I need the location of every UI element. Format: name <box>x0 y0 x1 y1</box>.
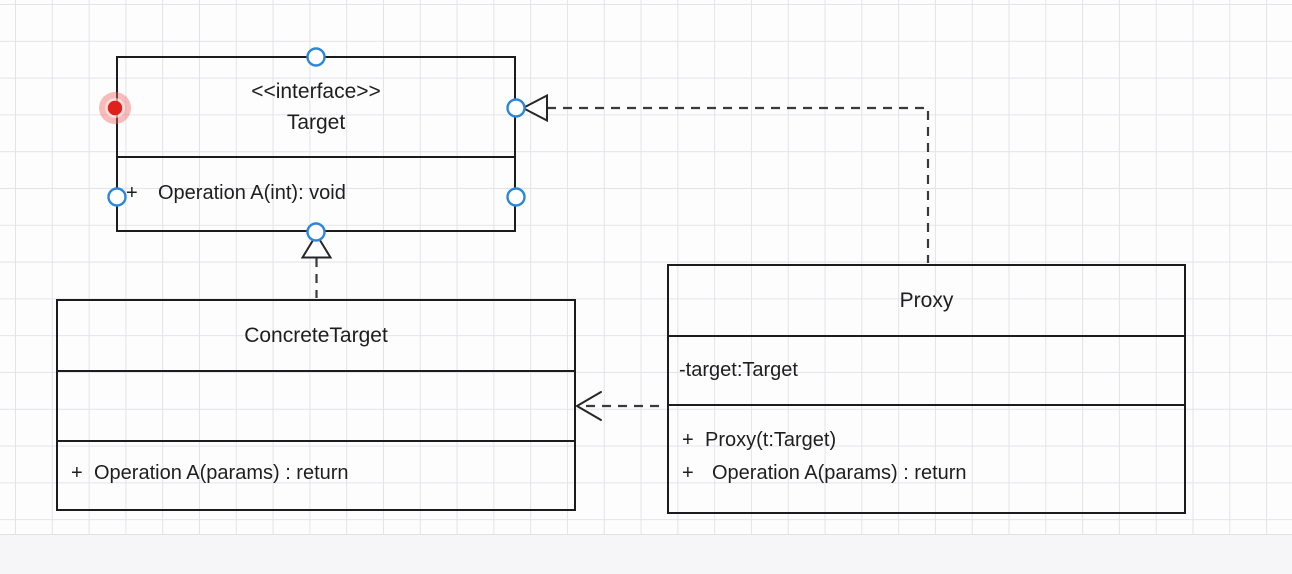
edge-endpoint-marker[interactable] <box>99 92 131 124</box>
edge-realization-proxy-to-target[interactable] <box>520 93 930 264</box>
edge-dependency-proxy-to-concretetarget[interactable] <box>575 391 666 421</box>
canvas-footer-margin <box>0 534 1292 574</box>
class-title-section: <<interface>> Target <box>118 58 514 156</box>
class-name: Target <box>286 111 346 134</box>
visibility-marker: + <box>126 181 138 204</box>
method-signature: Operation A(params) : return <box>712 462 967 484</box>
edge-realization-concretetarget-to-target[interactable] <box>300 232 333 299</box>
class-name: ConcreteTarget <box>244 324 388 347</box>
method-signature: Proxy(t:Target) <box>705 429 837 451</box>
connection-point-icon[interactable] <box>506 187 526 207</box>
attribute-signature: target:Target <box>685 359 798 381</box>
class-title-section: Proxy <box>669 266 1184 335</box>
connection-point-icon[interactable] <box>306 222 326 242</box>
open-arrowhead-icon <box>575 391 602 421</box>
hollow-triangle-arrowhead-icon <box>520 93 548 123</box>
grid-background <box>0 0 1292 534</box>
class-attributes-section-empty <box>58 370 574 440</box>
class-stereotype: <<interface>> <box>251 80 381 103</box>
class-name: Proxy <box>899 289 954 312</box>
class-title-section: ConcreteTarget <box>58 301 574 370</box>
visibility-marker: + <box>682 429 694 451</box>
method-row: + Operation A(params) : return <box>58 457 574 490</box>
class-attributes-section: - target:Target <box>669 335 1184 404</box>
visibility-marker: + <box>71 462 83 484</box>
connection-point-handles <box>107 47 526 242</box>
connection-point-icon[interactable] <box>506 98 526 118</box>
method-row: + Operation A(int): void <box>118 177 514 210</box>
class-methods-section: + Operation A(params) : return <box>58 440 574 505</box>
method-signature: Operation A(params) : return <box>94 462 349 484</box>
endpoint-dot-icon[interactable] <box>107 100 123 116</box>
method-row: + Proxy(t:Target) <box>669 424 1184 457</box>
connection-point-icon[interactable] <box>107 187 127 207</box>
method-row: + Operation A(params) : return <box>669 457 1184 490</box>
visibility-marker: - <box>679 359 686 381</box>
attribute-row: - target:Target <box>669 354 798 387</box>
class-node-concretetarget[interactable]: ConcreteTarget + Operation A(params) : r… <box>56 299 576 511</box>
dashed-connector-line[interactable] <box>547 106 930 263</box>
class-methods-section: + Proxy(t:Target) + Operation A(params) … <box>669 404 1184 508</box>
visibility-marker: + <box>682 462 694 484</box>
connection-point-icon[interactable] <box>306 47 326 67</box>
hollow-triangle-arrowhead-icon <box>300 232 333 259</box>
class-node-proxy[interactable]: Proxy - target:Target + Proxy(t:Target) … <box>667 264 1186 514</box>
method-signature: Operation A(int): void <box>158 181 346 204</box>
class-methods-section: + Operation A(int): void <box>118 156 514 228</box>
